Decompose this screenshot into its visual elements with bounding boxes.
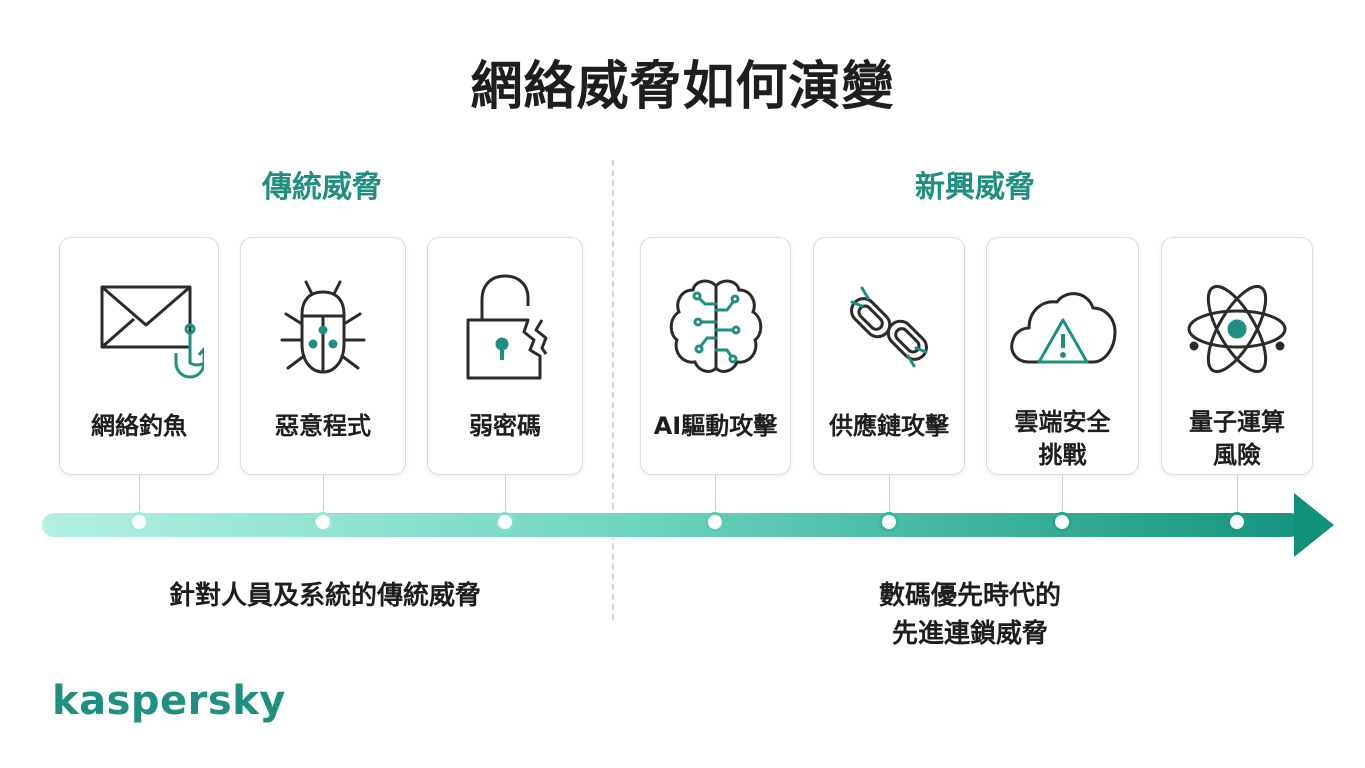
caption-traditional: 針對人員及系統的傳統威脅 — [168, 581, 481, 611]
card-cloud-security: 雲端安全 挑戰 — [986, 237, 1139, 475]
caption-emerging: 數碼優先時代的 先進連鎖威脅 — [770, 577, 1170, 653]
card-connector — [715, 475, 716, 511]
card-label: 供應鏈攻擊 — [829, 412, 949, 440]
card-supply-chain: 供應鏈攻擊 — [813, 237, 965, 475]
page-title: 網絡威脅如何演變 — [470, 57, 895, 117]
card-malware: 惡意程式 — [240, 237, 406, 475]
broken-chain-link-icon — [814, 274, 964, 384]
card-connector — [1237, 475, 1238, 511]
timeline-node — [1052, 512, 1072, 532]
card-label-line: 量子運算 — [1189, 408, 1285, 436]
card-connector — [505, 475, 506, 511]
bug-icon — [241, 274, 405, 384]
kaspersky-logo: kaspersky — [52, 678, 286, 724]
card-phishing: 網絡釣魚 — [59, 237, 219, 475]
card-quantum-risk: 量子運算 風險 — [1161, 237, 1313, 475]
timeline-node — [495, 512, 515, 532]
caption-emerging-line: 數碼優先時代的 — [878, 581, 1061, 611]
timeline-node — [879, 512, 899, 532]
caption-emerging-line: 先進連鎖威脅 — [891, 619, 1048, 649]
card-connector — [1062, 475, 1063, 511]
card-label: 網絡釣魚 — [91, 412, 187, 440]
card-label: 量子運算 風險 — [1166, 406, 1308, 472]
timeline-node — [1227, 512, 1247, 532]
broken-padlock-icon — [428, 274, 582, 384]
card-label-line: 雲端安全 — [1014, 408, 1111, 436]
card-connector — [323, 475, 324, 511]
card-label: 弱密碼 — [469, 412, 541, 440]
card-label-line: 風險 — [1213, 441, 1261, 469]
card-label: AI驅動攻擊 — [653, 412, 778, 440]
section-heading-emerging: 新興威脅 — [915, 170, 1035, 205]
timeline-node — [313, 512, 333, 532]
cloud-warning-icon — [987, 274, 1138, 384]
card-ai-attack: AI驅動攻擊 — [640, 237, 791, 475]
card-label-line: 挑戰 — [1038, 441, 1087, 469]
card-connector — [139, 475, 140, 511]
section-divider — [612, 160, 614, 620]
ai-brain-circuit-icon — [641, 274, 790, 384]
card-label: 雲端安全 挑戰 — [991, 406, 1134, 472]
timeline-node — [129, 512, 149, 532]
card-weak-password: 弱密碼 — [427, 237, 583, 475]
timeline-node — [705, 512, 725, 532]
section-heading-traditional: 傳統威脅 — [262, 170, 382, 205]
phishing-envelope-hook-icon — [60, 274, 218, 384]
card-label: 惡意程式 — [275, 412, 371, 440]
card-connector — [889, 475, 890, 511]
atom-icon — [1162, 274, 1312, 384]
